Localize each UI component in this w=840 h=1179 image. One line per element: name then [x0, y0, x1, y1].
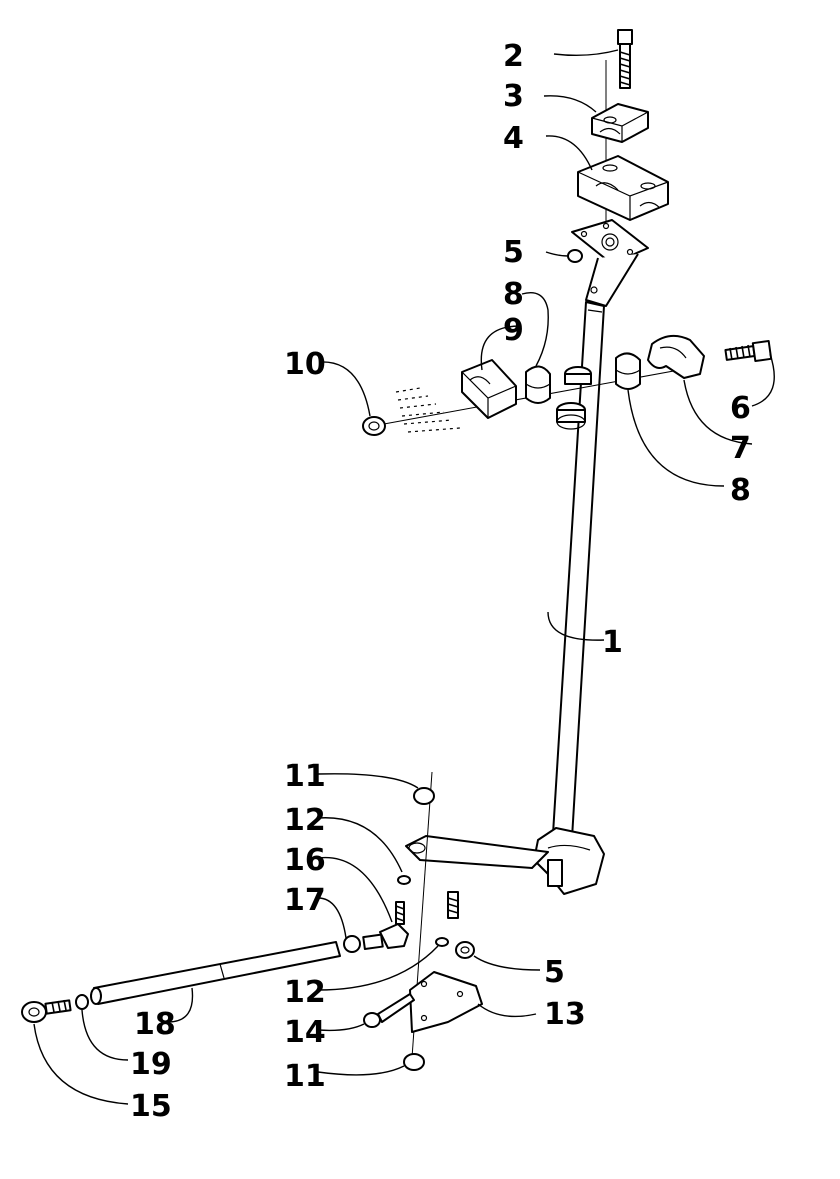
- part-5-nut-upper: [567, 249, 583, 263]
- callout-8-upper: 8: [503, 277, 524, 312]
- steering-post-top-plate: [571, 219, 649, 307]
- leader-13: [477, 1003, 537, 1018]
- part-17-tie-rod: [90, 941, 341, 1005]
- leader-4: [545, 135, 593, 171]
- part-14-bolt: [363, 993, 415, 1028]
- callout-7: 7: [730, 431, 751, 466]
- part-8-bushing-right: [615, 352, 641, 390]
- callout-6: 6: [730, 391, 751, 426]
- part-4-lower-clamp: [577, 155, 669, 221]
- callout-5-upper: 5: [503, 235, 524, 270]
- part-19-tie-rod-end-outer: [21, 999, 72, 1023]
- callout-5-lower: 5: [544, 955, 565, 990]
- leader-9: [480, 325, 521, 371]
- callout-19: 15: [130, 1089, 172, 1124]
- leader-12-lower: [317, 945, 439, 991]
- callout-17: 18: [134, 1007, 176, 1042]
- exploded-parts: [21, 29, 773, 1071]
- callout-11-lower: 11: [284, 1059, 326, 1094]
- callout-12-upper: 12: [284, 803, 326, 838]
- part-15-tie-rod-end-inner: [379, 901, 409, 949]
- leader-2: [553, 49, 619, 57]
- callout-3: 3: [503, 79, 524, 114]
- part-12-washer-upper: [397, 875, 411, 885]
- leader-10: [319, 361, 371, 417]
- part-11-nut-lower: [403, 1053, 425, 1071]
- callout-13: 13: [544, 997, 586, 1032]
- part-7-clamp-cap-right: [647, 334, 705, 379]
- callout-2: 2: [503, 39, 524, 74]
- leader-15: [317, 856, 393, 923]
- callout-16: 17: [284, 883, 326, 918]
- leader-5-upper: [545, 251, 569, 257]
- callout-9: 9: [503, 313, 524, 348]
- leader-17: [167, 987, 194, 1023]
- part-2-bolt: [617, 29, 633, 89]
- leader-19: [33, 1023, 129, 1105]
- leader-5-lower: [473, 955, 541, 971]
- callout-15: 16: [284, 843, 326, 878]
- leader-12-upper: [317, 817, 403, 873]
- part-5-nut-lower: [455, 941, 475, 959]
- part-9-clamp-block-left: [461, 359, 517, 419]
- part-12-washer-lower: [435, 937, 449, 947]
- part-16-jam-nut: [343, 933, 384, 953]
- leader-6: [751, 353, 775, 407]
- leader-3: [543, 95, 597, 113]
- part-11-nut-upper: [413, 787, 435, 805]
- part-10-lock-nut: [362, 387, 461, 436]
- callout-1: 1: [602, 625, 623, 660]
- callout-4: 4: [503, 121, 524, 156]
- part-13-bracket: [409, 971, 483, 1033]
- callout-14: 14: [284, 1015, 326, 1050]
- leader-7: [683, 379, 753, 445]
- callout-12-lower: 12: [284, 975, 326, 1010]
- callout-18: 19: [130, 1047, 172, 1082]
- part-18-jam-nut: [75, 994, 89, 1010]
- part-8-bushing-left: [525, 365, 551, 404]
- leader-8-upper: [521, 292, 549, 367]
- leader-11-lower: [317, 1065, 405, 1076]
- callout-11-upper: 11: [284, 759, 326, 794]
- leader-16: [317, 897, 347, 939]
- leader-18: [81, 1009, 129, 1061]
- callout-10: 10: [284, 347, 326, 382]
- leader-11-upper: [317, 773, 419, 789]
- callout-8-lower: 8: [730, 473, 751, 508]
- leader-8-lower: [627, 389, 725, 487]
- part-1-steering-column: [405, 301, 605, 919]
- callout-labels: 2 3 4 5 8 9 10 6 7 8 1 11 12 16 17 12 5 …: [130, 39, 751, 1124]
- leader-lines: [33, 49, 775, 1105]
- leader-14: [317, 1023, 365, 1032]
- part-3-upper-clamp: [591, 103, 649, 143]
- part-6-bolt-right: [724, 339, 773, 363]
- leader-1: [547, 611, 605, 641]
